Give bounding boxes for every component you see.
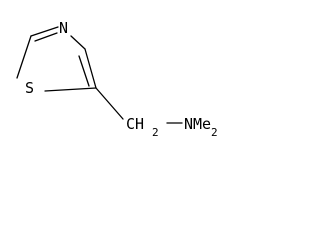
side-chain — [95, 87, 183, 124]
atom-ch2: CH — [126, 115, 144, 133]
bond-c2-n3 — [30, 26, 59, 37]
bond-n3-c4 — [70, 35, 86, 50]
atom-nitrogen-ring: N — [59, 19, 68, 37]
thiazole-ring — [16, 26, 97, 92]
bond-c2-n3-inner — [34, 32, 58, 42]
bond-c4-c5-inner — [78, 55, 90, 87]
bond-c5-s — [44, 87, 97, 92]
bond-c4-c5 — [84, 48, 97, 89]
atom-nme2: NMe — [184, 115, 211, 133]
bond-c5-ch2 — [95, 87, 124, 120]
atom-ch2-subscript: 2 — [152, 126, 159, 139]
bond-s-c2 — [16, 35, 32, 79]
atom-nme2-subscript: 2 — [211, 126, 218, 139]
atom-sulfur: S — [25, 79, 34, 97]
chemical-structure: N S CH 2 NMe 2 — [16, 19, 218, 139]
